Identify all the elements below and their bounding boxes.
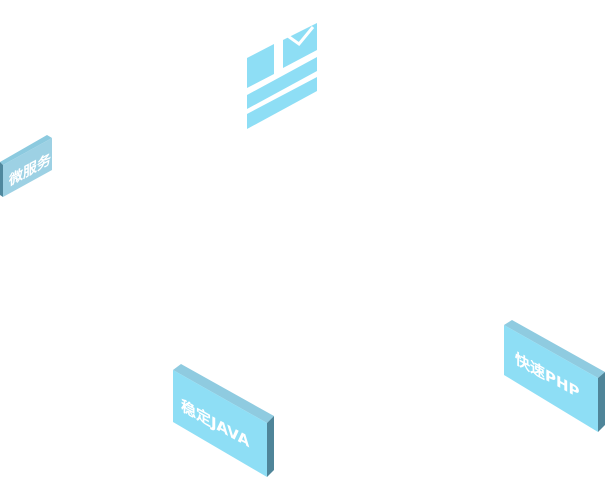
php-box-top: [504, 320, 605, 378]
microservice-box-front: [3, 138, 52, 197]
java-box: 稳定JAVA: [173, 364, 274, 477]
java-box-side: [267, 416, 274, 477]
microservice-box-side: [0, 162, 3, 197]
php-box: 快速PHP: [504, 320, 605, 432]
java-box-top: [173, 364, 274, 423]
document-band-2: [247, 77, 317, 129]
document-left-block: [247, 44, 274, 88]
document-band-1: [247, 57, 317, 109]
document-check-icon: [247, 23, 317, 129]
php-box-front: [504, 325, 598, 432]
checkmark-icon: [284, 26, 315, 47]
microservice-box-top: [0, 135, 52, 165]
php-box-side: [598, 372, 605, 432]
java-box-front: [173, 370, 267, 477]
microservice-box: 微服务: [0, 135, 52, 197]
